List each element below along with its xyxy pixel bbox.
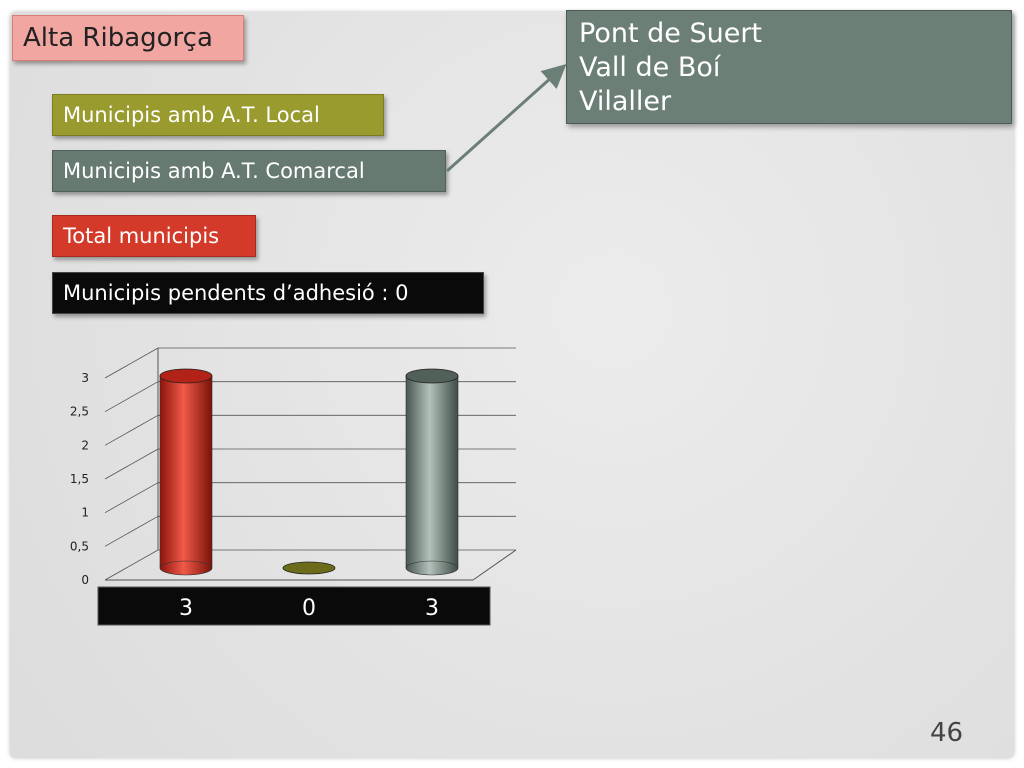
floor-side	[472, 549, 517, 581]
y-tick-label: 2	[81, 438, 89, 452]
gridline-side	[104, 347, 159, 379]
municipality-list: Pont de Suert Vall de Boí Vilaller	[566, 10, 1012, 124]
gridline-side	[104, 414, 159, 446]
gridline-side	[104, 549, 159, 581]
data-label: 3	[425, 596, 439, 621]
legend-comarcal: Municipis amb A.T. Comarcal	[52, 150, 446, 192]
y-tick-label: 0	[81, 573, 89, 587]
municipality-item: Pont de Suert	[579, 18, 763, 49]
legend-total: Total municipis	[52, 215, 256, 257]
region-title: Alta Ribagorça	[12, 15, 244, 61]
bar	[405, 368, 459, 576]
y-tick-label: 2,5	[70, 405, 89, 419]
y-tick-label: 1,5	[70, 472, 89, 486]
bar	[282, 561, 336, 575]
y-axis-ticks: 0 0,5 1 1,5 2 2,5 3	[70, 371, 89, 587]
gridline-side	[104, 482, 159, 514]
data-label: 0	[302, 596, 316, 621]
y-tick-label: 1	[81, 506, 89, 520]
municipality-item: Vilaller	[579, 86, 672, 117]
y-tick-label: 3	[81, 371, 89, 385]
gridline-side	[104, 448, 159, 480]
page-number: 46	[930, 718, 964, 748]
chart-bars	[159, 368, 459, 576]
municipality-item: Vall de Boí	[579, 52, 721, 83]
data-labels: 3 0 3	[179, 596, 439, 621]
bar	[159, 368, 213, 576]
y-tick-label: 0,5	[70, 539, 89, 553]
gridline-side	[104, 515, 159, 547]
gridline-side	[104, 381, 159, 413]
data-label-strip	[97, 586, 491, 626]
legend-local: Municipis amb A.T. Local	[52, 94, 384, 136]
bar-chart: 0 0,5 1 1,5 2 2,5 3 3 0 3	[70, 347, 517, 626]
data-label: 3	[179, 596, 193, 621]
legend-pending: Municipis pendents d’adhesió : 0	[52, 272, 484, 314]
